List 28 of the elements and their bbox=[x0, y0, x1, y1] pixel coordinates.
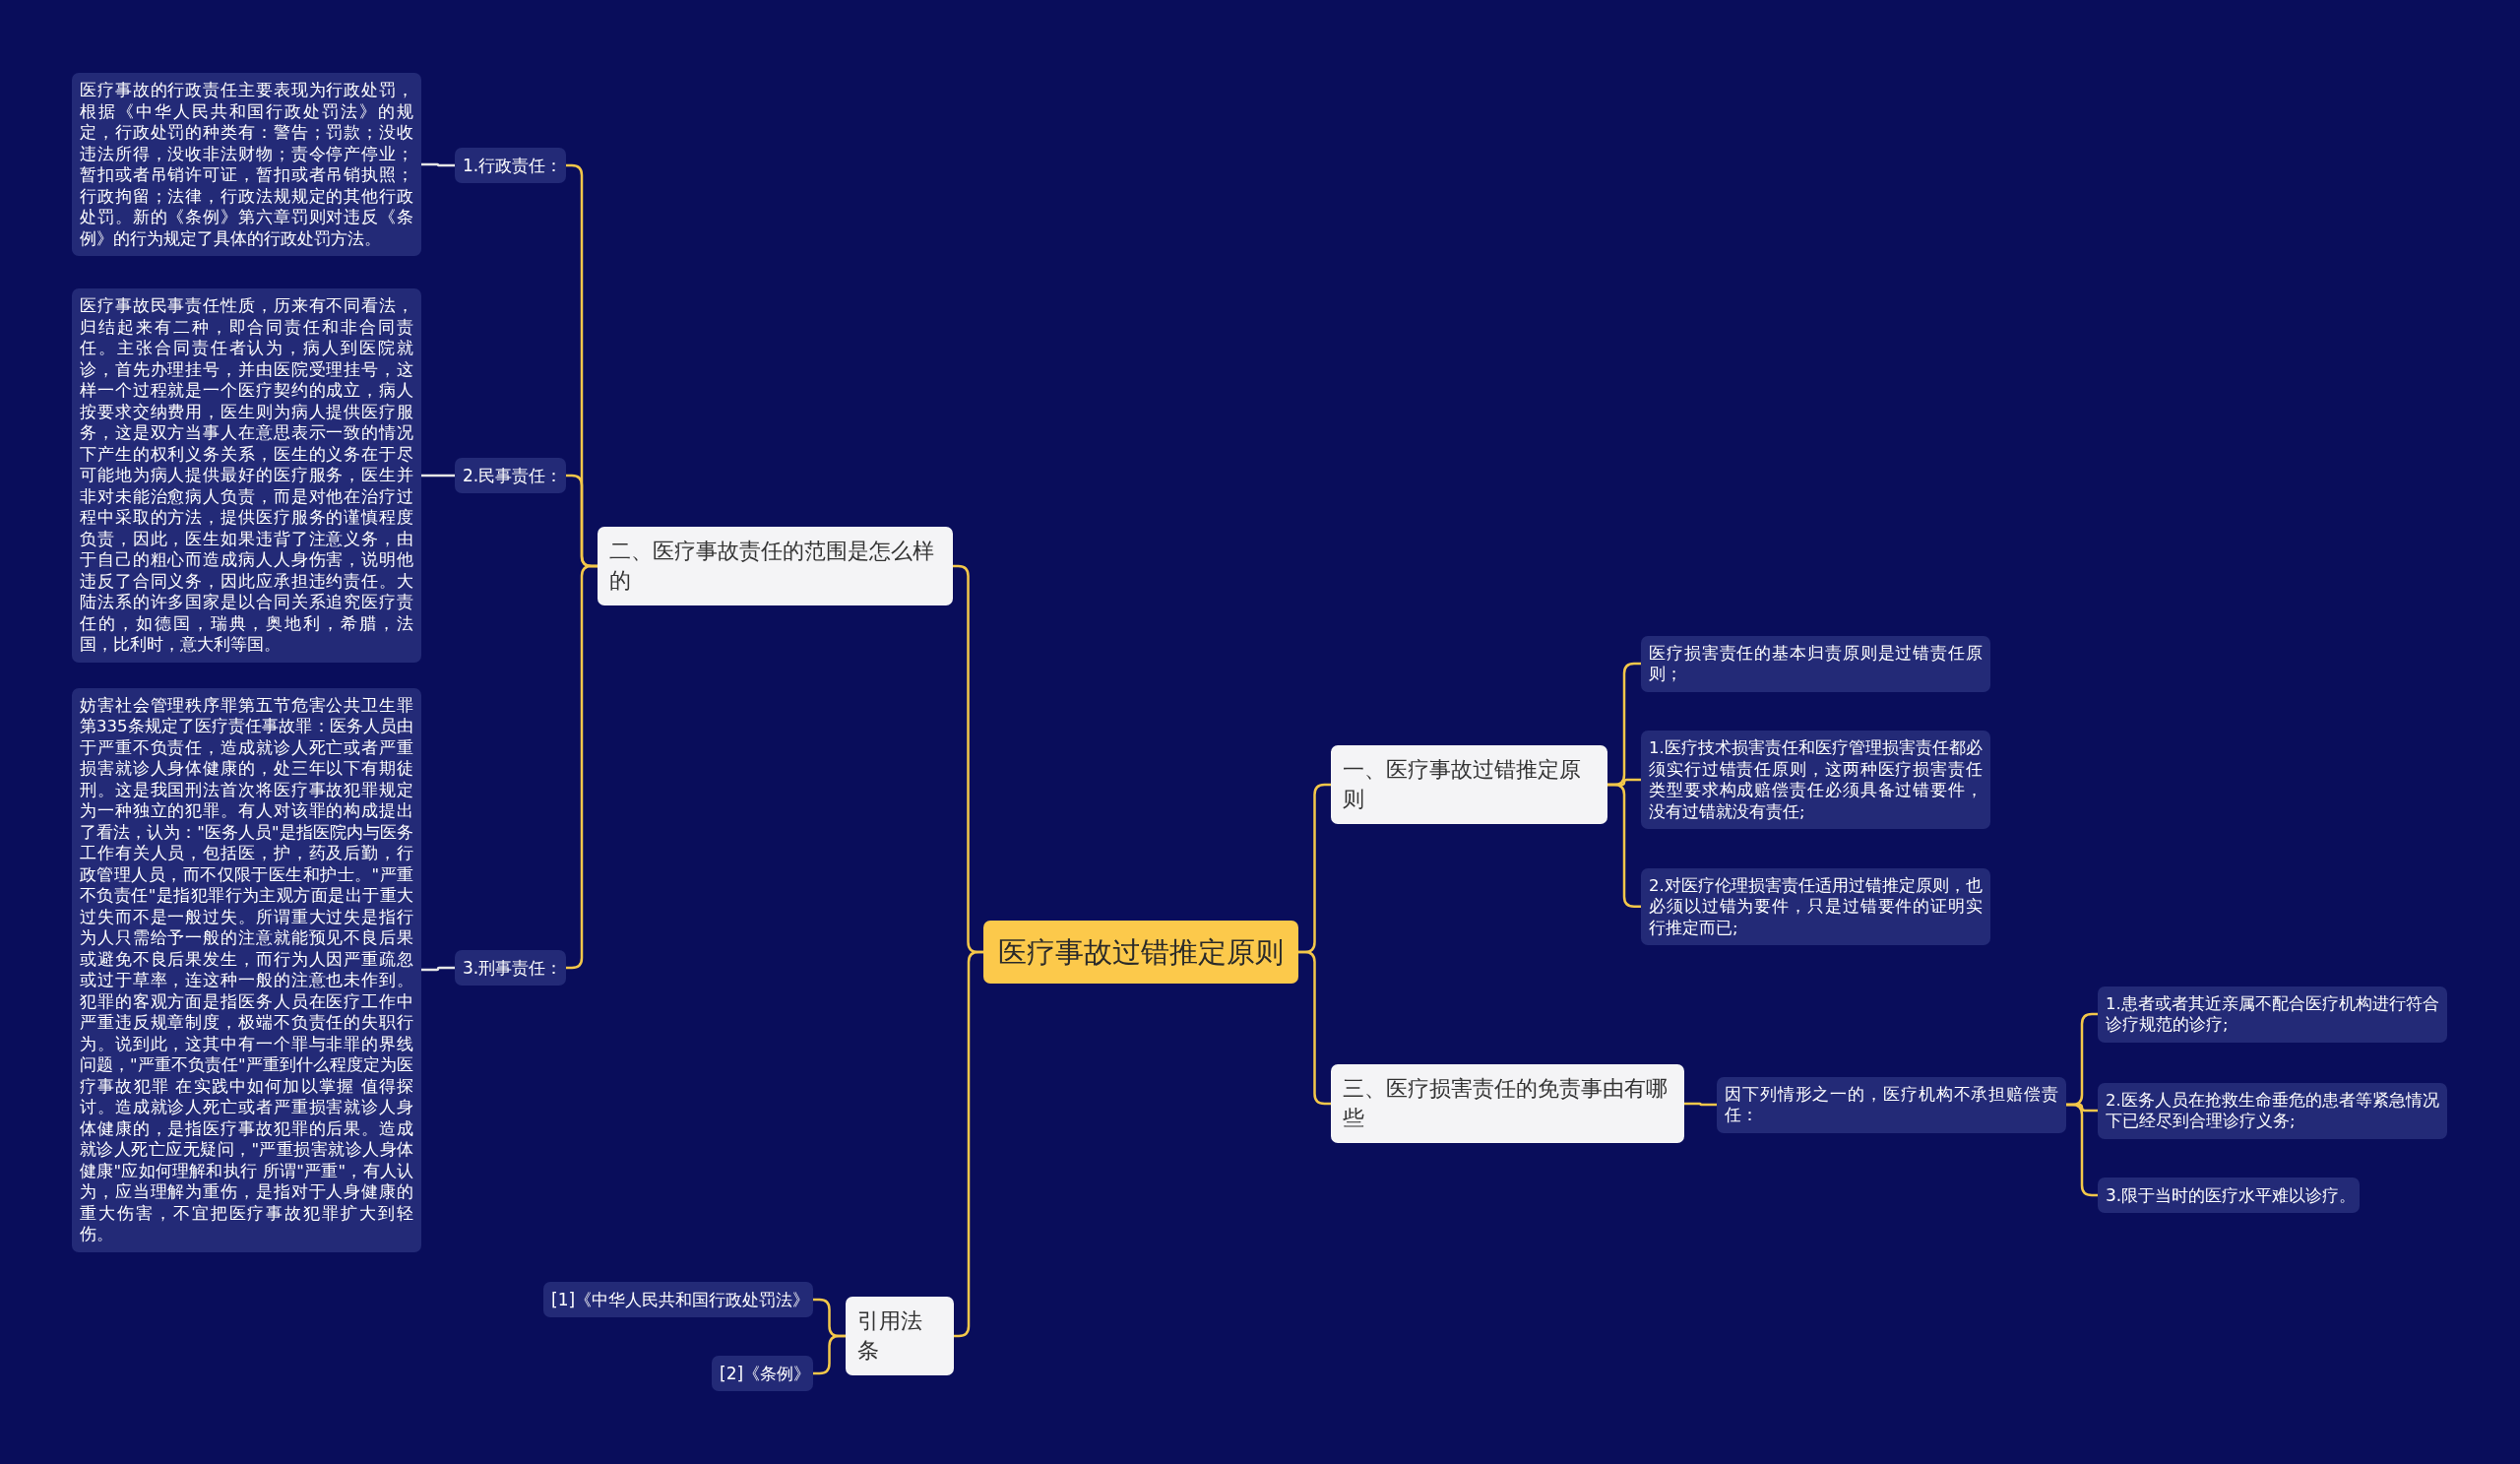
connector-line bbox=[421, 474, 455, 477]
text-card: 医疗事故民事责任性质，历来有不同看法，归结起来有二种，即合同责任和非合同责任。主张合同责任者认为，病人到医院就诊，首先办理挂号，并由医院受理挂号，这样一个过程就是一个医疗契约的成立，病人按要求交纳费用，医生则为病人提供医疗服务，这是双方当事人在意思表示一致的情况下产生的权利义务关系，医生的义务在于尽可能地为病人提供最好的医疗服务，医生并非对未能治愈病人负责，而是对他在治疗过程中采取的方法，提供医疗服务的谨慎程度负责，因此，医生如果违背了注意义务，由于自己的粗心而造成病人人身伤害，说明他违反了合同义务，因此应承担违约责任。大陆法系的许多国家是以合同关系追究医疗责任的，如德国，瑞典，奥地利，希腊，法国，比利时，意大利等国。 bbox=[72, 288, 421, 663]
text-card: 2.对医疗伦理损害责任适用过错推定原则，也必须以过错为要件，只是过错要件的证明实行推定而已; bbox=[1641, 867, 1990, 945]
topic-box: 三、医疗损害责任的免责事由有哪些 bbox=[1331, 1064, 1684, 1143]
central-topic-box: 医疗事故过错推定原则 bbox=[983, 921, 1298, 984]
connector-line bbox=[421, 162, 455, 167]
text-card: 因下列情形之一的，医疗机构不承担赔偿责任： bbox=[1717, 1076, 2066, 1133]
connector-line bbox=[566, 564, 598, 970]
topic-box: 二、医疗事故责任的范围是怎么样的 bbox=[598, 527, 953, 605]
topic-box: 引用法条 bbox=[846, 1297, 954, 1375]
connector-line bbox=[421, 966, 455, 972]
citation-box: [2]《条例》 bbox=[712, 1356, 813, 1391]
text-card: 妨害社会管理秩序罪第五节危害公共卫生罪第335条规定了医疗责任事故罪：医务人员由于严重不负责任，造成就诊人死亡或者严重损害就诊人身体健康的，处三年以下有期徒刑。这是我国刑法首次将医疗事故犯罪规定为一种独立的犯罪。有人对该罪的构成提出了看法，认为："医务人员"是指医院内与医务工作有关人员，包括医，护，药及后勤，行政管理人员，而不仅限于医生和护士。"严重不负责任"是指犯罪行为主观方面是出于重大过失而不是一般过失。所谓重大过失是指行为人只需给予一般的注意就能预见不良后果或避免不良后果发生，而行为人因严重疏忽或过于草率，连这种一般的注意也未作到。犯罪的客观方面是指医务人员在医疗工作中严重违反规章制度，极端不负责任的失职行为。说到此，这其中有一个罪与非罪的界线问题，"严重不负责任"严重到什么程度定为医疗事故犯罪 在实践中如何加以掌握 值得探讨。造成就诊人死亡或者严重损害就诊人身体健康的，是指医疗事故犯罪的后果。造成就诊人死亡应无疑问，"严重损害就诊人身体健康"应如何理解和执行 所谓"严重"，有人认为，应当理解为重伤，是指对于人身健康的重大伤害，不宜把医疗事故犯罪扩大到轻伤。 bbox=[72, 687, 421, 1252]
connector-line bbox=[2066, 1103, 2098, 1197]
text-card: 2.医务人员在抢救生命垂危的患者等紧急情况下已经尽到合理诊疗义务; bbox=[2098, 1082, 2447, 1139]
connector-line bbox=[1684, 1102, 1717, 1107]
subtopic-box: 1.行政责任： bbox=[455, 148, 566, 183]
text-card: 1.医疗技术损害责任和医疗管理损害责任都必须实行过错责任原则，这两种医疗损害责任类型要求构成赔偿责任必须具备过错要件，没有过错就没有责任; bbox=[1641, 731, 1990, 829]
connector-line bbox=[1298, 950, 1331, 1106]
text-card: 3.限于当时的医疗水平难以诊疗。 bbox=[2098, 1178, 2360, 1213]
subtopic-box: 3.刑事责任： bbox=[455, 950, 566, 986]
connector-line bbox=[813, 1334, 846, 1375]
subtopic-box: 2.民事责任： bbox=[455, 458, 566, 493]
text-card: 医疗损害责任的基本归责原则是过错责任原则； bbox=[1641, 635, 1990, 692]
text-card: 医疗事故的行政责任主要表现为行政处罚，根据《中华人民共和国行政处罚法》的规定，行政处罚的种类有：警告；罚款；没收违法所得，没收非法财物；责令停产停业；暂扣或者吊销许可证，暂扣或者吊销执照；行政拘留；法律，行政法规规定的其他行政处罚。新的《条例》第六章罚则对违反《条例》的行为规定了具体的行政处罚方法。 bbox=[72, 73, 421, 256]
text-card: 1.患者或者其近亲属不配合医疗机构进行符合诊疗规范的诊疗; bbox=[2098, 986, 2447, 1043]
citation-box: [1]《中华人民共和国行政处罚法》 bbox=[543, 1282, 813, 1317]
topic-box: 一、医疗事故过错推定原则 bbox=[1331, 745, 1607, 824]
